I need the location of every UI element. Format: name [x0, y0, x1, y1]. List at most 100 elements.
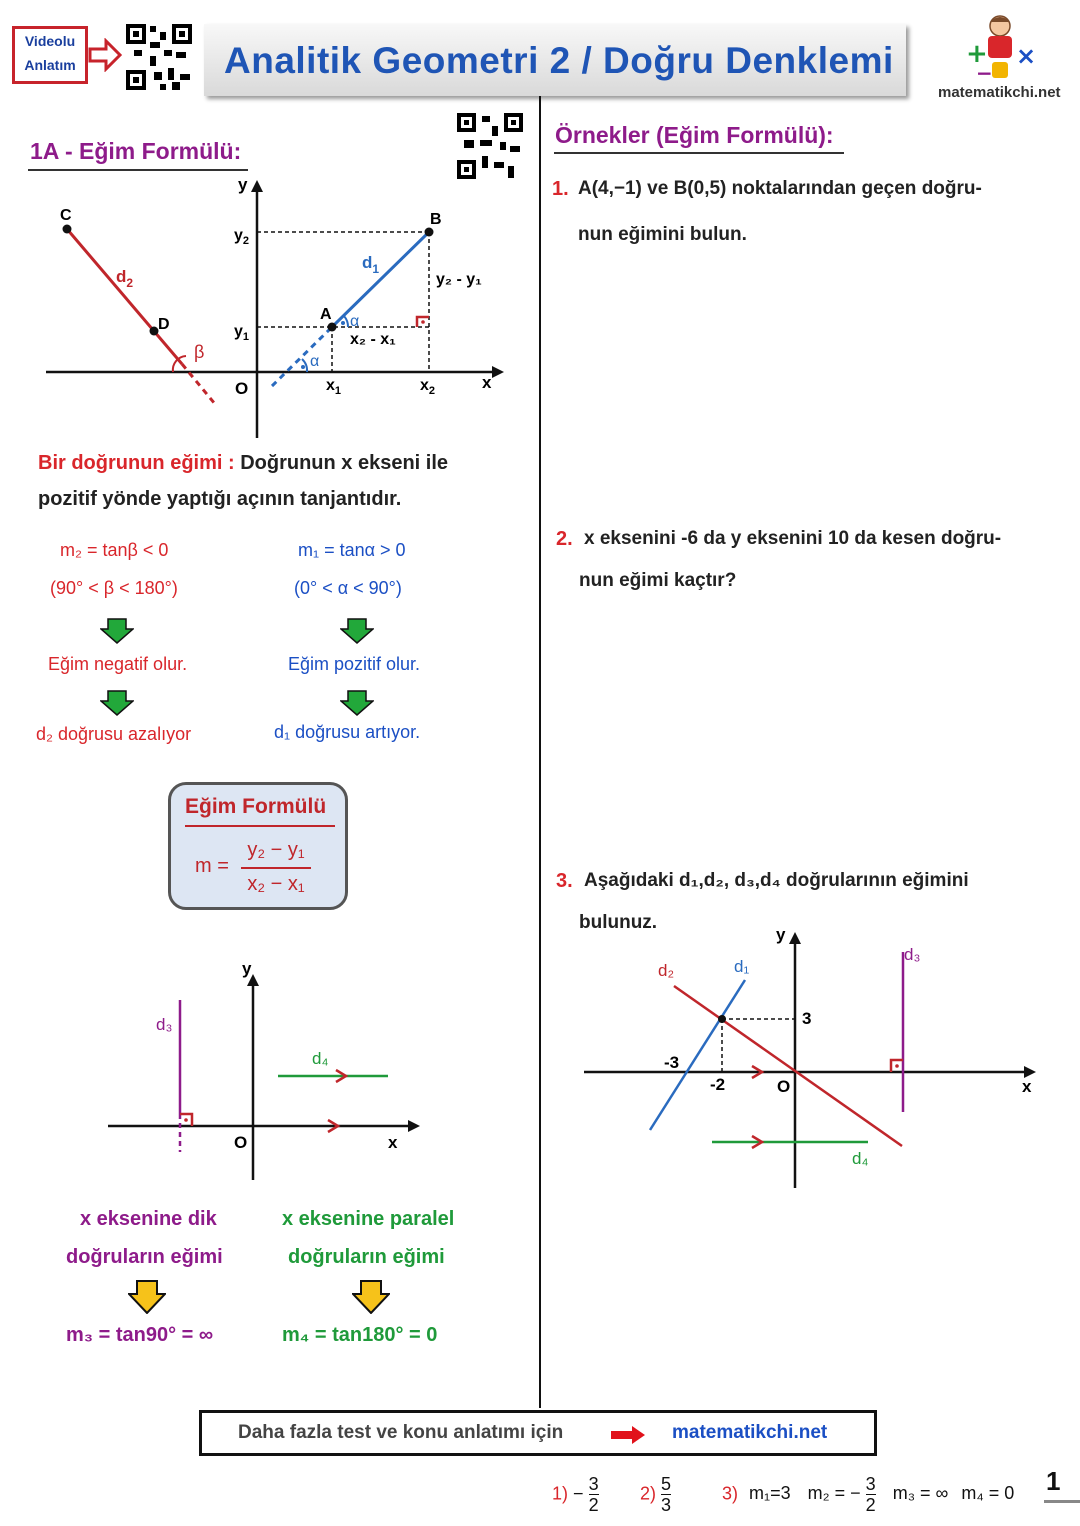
answer-1-sign: −: [573, 1483, 584, 1504]
answer-2-num: 5: [661, 1474, 672, 1494]
yellow-down-arrow-icon: [352, 1280, 390, 1314]
footer-text: Daha fazla test ve konu anlatımı için: [238, 1422, 564, 1443]
answer-3-m4: m₄ = 0: [961, 1483, 1015, 1504]
y-axis-label: y: [776, 925, 786, 944]
answer-1-num: 3: [588, 1474, 599, 1494]
answer-2-label: 2): [640, 1483, 657, 1504]
x-axis-arrow-icon: [492, 366, 504, 378]
y-axis-arrow-icon: [247, 974, 259, 986]
line-d1: [330, 230, 431, 329]
point-c-label: C: [60, 207, 72, 224]
video-badge-line2: Anlatım: [24, 57, 76, 73]
svg-text:y2: y2: [234, 227, 249, 247]
title-banner: [204, 24, 906, 96]
point-b-label: B: [430, 211, 442, 228]
q1-line2: nun eğimini bulun.: [578, 224, 747, 245]
formula-box-underline: [185, 825, 335, 827]
delta-y-label: y₂ - y₁: [436, 271, 482, 288]
formula-denominator: x₂ − x₁: [247, 873, 305, 895]
qr-code-icon-2[interactable]: [456, 112, 524, 180]
svg-text:×: ×: [1016, 42, 1036, 70]
point-d: [149, 326, 159, 336]
examples-underline: [554, 152, 844, 154]
four-lines-diagram: x y O d₂ d₁ 3 -3 -2 d₃ d₄: [584, 925, 1036, 1188]
answer-3-m1: m₁=3: [749, 1483, 791, 1504]
formula-numerator: y₂ − y₁: [247, 839, 305, 861]
tick-y1: y: [234, 323, 243, 340]
m1-formula: m₁ = tanα > 0: [298, 540, 406, 560]
q2-line1: x eksenini -6 da y eksenini 10 da kesen …: [584, 528, 1002, 549]
angle-alpha-label-2: α: [310, 353, 319, 370]
q3-line1: Aşağıdaki d₁,d₂, d₃,d₄ doğrularının eğim…: [584, 870, 969, 891]
line-d1-label: d₁: [734, 957, 749, 976]
tick-3: 3: [802, 1009, 811, 1028]
angle-alpha-arc: [343, 315, 349, 328]
right-angle-marker: [415, 315, 429, 327]
angle-alpha-label: α: [350, 313, 359, 330]
video-lesson-badge[interactable]: Videolu Anlatım: [12, 26, 88, 84]
direction-arrow-icon: [335, 1068, 349, 1084]
d2-decreasing-text: d₂ doğrusu azalıyor: [36, 724, 192, 744]
right-angle-marker: [180, 1112, 194, 1126]
formula-box-title: Eğim Formülü: [185, 795, 327, 818]
green-down-arrow-icon: [340, 690, 374, 716]
origin-label: O: [235, 379, 248, 398]
tick-minus-3: -3: [664, 1053, 679, 1072]
y-axis-arrow-icon: [789, 932, 801, 944]
svg-text:−: −: [976, 61, 993, 82]
answer-1-den: 2: [588, 1495, 599, 1515]
line-d3-label: d₃: [904, 945, 920, 964]
perpendicular-text-2: doğruların eğimi: [66, 1246, 223, 1268]
answer-3-m2-num: 3: [865, 1474, 876, 1494]
yellow-down-arrow-icon: [128, 1280, 166, 1314]
line-d1: [648, 979, 747, 1131]
q3-line2: bulunuz.: [579, 912, 658, 933]
slope-formula-box: Eğim Formülü m = y₂ − y₁ x₂ − x₁: [168, 782, 348, 910]
y-axis-arrow-icon: [251, 180, 263, 192]
answer-3-m2-den: 2: [865, 1495, 876, 1515]
definition-line2: pozitif yönde yaptığı açının tanjantıdır…: [38, 488, 402, 510]
answer-3-label: 3): [722, 1483, 739, 1504]
x-axis-label: x: [388, 1133, 398, 1152]
m1-range: (0° < α < 90°): [294, 578, 402, 598]
green-down-arrow-icon: [340, 618, 374, 644]
page-number-underline: [1044, 1500, 1080, 1503]
perpendicular-parallel-diagram: x y O d₃ d₄: [108, 959, 420, 1180]
line-d1-extension: [270, 325, 334, 388]
x-axis-arrow-icon: [408, 1120, 420, 1132]
formula-lhs: m =: [195, 855, 229, 877]
point-a-label: A: [320, 306, 332, 323]
x-axis-arrow-icon: [1024, 1066, 1036, 1078]
q3-number: 3.: [556, 870, 573, 892]
x-axis-label: x: [1022, 1077, 1032, 1096]
svg-text:y1: y1: [234, 323, 249, 343]
line-d2: [65, 228, 184, 365]
direction-arrow-icon: [751, 1064, 765, 1080]
direction-arrow-icon: [751, 1134, 765, 1150]
definition-line1: Bir doğrunun eğimi : Doğrunun x ekseni i…: [38, 452, 448, 475]
column-divider: [539, 96, 541, 1408]
footer-link[interactable]: matematikchi.net: [672, 1422, 828, 1443]
green-down-arrow-icon: [100, 690, 134, 716]
origin-label: O: [777, 1077, 790, 1096]
answer-1-label: 1): [552, 1483, 569, 1504]
line-d4-label: d₄: [852, 1149, 868, 1168]
qr-code-icon[interactable]: [124, 22, 194, 92]
brand-name: matematikchi.net: [938, 84, 1061, 101]
slope-diagram: x y O C D d2 β A B d1 α α y2 y1 x1 x2 y₂…: [46, 176, 504, 438]
svg-text:+: +: [966, 39, 988, 69]
section-title-slope: 1A - Eğim Formülü:: [30, 138, 242, 164]
footer-arrow-icon: [611, 1426, 645, 1444]
tick-x2: x: [420, 377, 429, 394]
m4-result: m₄ = tan180° = 0: [282, 1324, 438, 1346]
tick-y2: y: [234, 227, 243, 244]
footer-banner: Daha fazla test ve konu anlatımı için ma…: [199, 1410, 877, 1456]
q2-number: 2.: [556, 528, 573, 550]
origin-label: O: [234, 1133, 247, 1152]
q1-line1: A(4,−1) ve B(0,5) noktalarından geçen do…: [578, 178, 982, 199]
parallel-text-1: x eksenine paralel: [282, 1208, 455, 1230]
angle-beta-label: β: [194, 342, 204, 362]
y-axis-label: y: [242, 959, 252, 978]
q1-number: 1.: [552, 178, 569, 200]
